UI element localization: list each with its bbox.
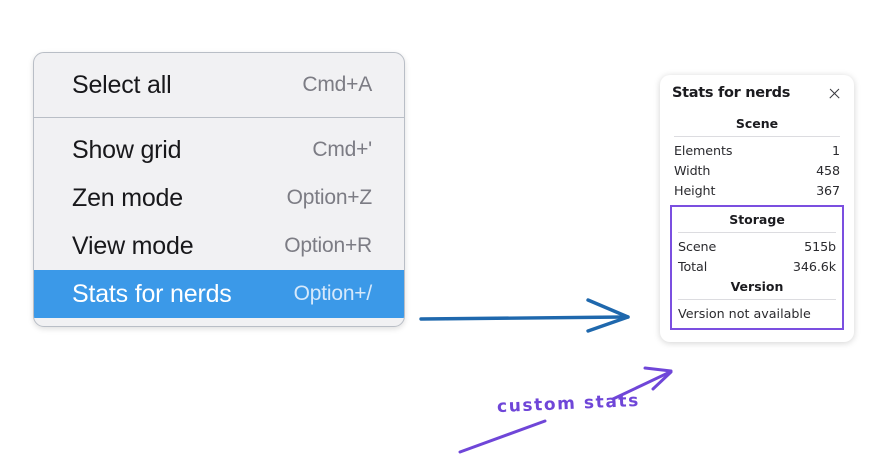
stats-panel-header: Stats for nerds	[672, 85, 842, 101]
menu-item-label: Stats for nerds	[72, 279, 232, 308]
divider	[678, 232, 836, 233]
stat-value: 1	[832, 142, 840, 158]
stat-key: Total	[678, 258, 708, 274]
arrow-right-icon	[419, 298, 630, 333]
stats-for-nerds-panel: Stats for nerds Scene Elements 1 Width 4…	[660, 75, 854, 342]
custom-stats-highlight: Storage Scene 515b Total 346.6k Version …	[670, 205, 844, 330]
menu-item-view-mode[interactable]: View mode Option+R	[34, 222, 404, 270]
section-heading-storage: Storage	[729, 212, 785, 227]
stat-row: Width 458	[672, 160, 842, 180]
menu-item-zen-mode[interactable]: Zen mode Option+Z	[34, 174, 404, 222]
stat-key: Height	[674, 182, 716, 198]
stat-key: Scene	[678, 238, 717, 254]
menu-separator	[34, 117, 404, 118]
menu-item-select-all[interactable]: Select all Cmd+A	[34, 61, 404, 109]
stat-key: Elements	[674, 142, 733, 158]
stat-value: 346.6k	[792, 258, 836, 274]
menu-item-shortcut: Cmd+A	[302, 73, 372, 96]
menu-item-show-grid[interactable]: Show grid Cmd+'	[34, 126, 404, 174]
menu-item-stats-for-nerds[interactable]: Stats for nerds Option+/	[34, 270, 404, 318]
version-text: Version not available	[678, 306, 811, 321]
stat-value: 458	[816, 162, 840, 178]
menu-item-label: View mode	[72, 231, 194, 260]
divider	[674, 136, 840, 137]
stat-value: 515b	[804, 238, 836, 254]
menu-item-shortcut: Option+/	[293, 282, 373, 305]
storage-section: Storage Scene 515b Total 346.6k	[676, 209, 838, 276]
section-heading-version: Version	[730, 279, 784, 294]
menu-item-label: Show grid	[72, 135, 182, 164]
menu-item-label: Zen mode	[72, 183, 183, 212]
handwritten-label-custom-stats: custom stats	[496, 390, 641, 418]
menu-item-shortcut: Option+R	[284, 234, 372, 257]
section-heading-scene: Scene	[735, 116, 779, 131]
menu-group-1: Select all Cmd+A	[34, 53, 404, 117]
stat-row: Scene 515b	[676, 236, 838, 256]
divider	[678, 299, 836, 300]
menu-item-shortcut: Cmd+'	[312, 138, 372, 161]
version-section: Version Version not available	[676, 276, 838, 324]
scene-section: Scene Elements 1 Width 458 Height 367	[672, 113, 842, 200]
menu-item-label: Select all	[72, 70, 172, 99]
pen-stroke	[458, 419, 547, 454]
context-menu[interactable]: Select all Cmd+A Show grid Cmd+' Zen mod…	[33, 52, 405, 327]
stat-row: Total 346.6k	[676, 256, 838, 276]
stat-value: 367	[816, 182, 840, 198]
stat-key: Width	[674, 162, 711, 178]
panel-title: Stats for nerds	[672, 85, 791, 101]
menu-item-shortcut: Option+Z	[286, 186, 373, 209]
stat-row: Elements 1	[672, 140, 842, 160]
menu-group-2: Show grid Cmd+' Zen mode Option+Z View m…	[34, 118, 404, 326]
close-icon[interactable]	[827, 86, 842, 101]
stat-row: Height 367	[672, 180, 842, 200]
